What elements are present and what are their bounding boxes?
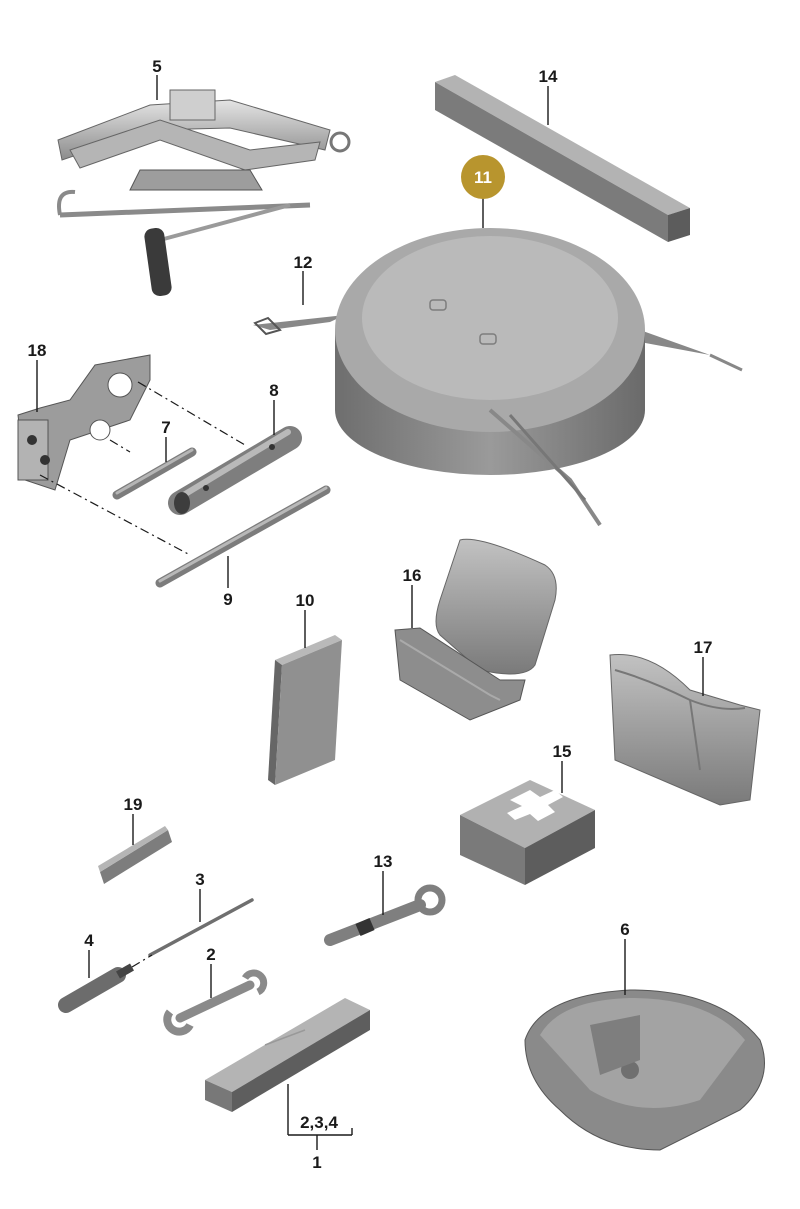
- part-number-18[interactable]: 18: [28, 341, 47, 360]
- leader-bracket-234: [287, 1084, 353, 1136]
- scissor-jack: [57, 89, 351, 297]
- box-wrench-tube: [168, 426, 302, 515]
- tyre-cover: [253, 228, 743, 527]
- assembly-line: [39, 474, 191, 556]
- part-number-15[interactable]: 15: [553, 742, 572, 761]
- holder-flap: [394, 538, 557, 721]
- part-number-9[interactable]: 9: [223, 590, 232, 609]
- highlighted-part-badge[interactable]: 11: [461, 155, 505, 199]
- foam-bar: [435, 75, 690, 242]
- part-number-19[interactable]: 19: [124, 795, 143, 814]
- towing-eye: [324, 884, 446, 946]
- tool-bracket: [17, 354, 151, 491]
- part-number-8[interactable]: 8: [269, 381, 278, 400]
- part-number-11: 11: [474, 168, 492, 187]
- cross-icon: [507, 790, 563, 821]
- part-number-5[interactable]: 5: [152, 57, 161, 76]
- tool-case: [205, 998, 370, 1112]
- foam-plug: [98, 826, 172, 884]
- assembly-line: [137, 381, 246, 446]
- spare-wheel-insert: [524, 989, 765, 1151]
- part-number-10[interactable]: 10: [296, 591, 315, 610]
- assembly-line: [109, 439, 131, 453]
- screwdriver-handle: [58, 963, 134, 1013]
- first-aid-kit: [460, 780, 595, 885]
- assembly-line: [131, 954, 153, 968]
- part-number-17[interactable]: 17: [694, 638, 713, 657]
- part-number-6[interactable]: 6: [620, 920, 629, 939]
- flat-pad: [268, 635, 342, 785]
- part-number-14[interactable]: 14: [539, 67, 558, 86]
- small-rod: [112, 447, 197, 500]
- part-number-2-3-4[interactable]: 2,3,4: [300, 1113, 338, 1132]
- long-rod: [155, 485, 331, 588]
- open-end-wrench: [163, 969, 268, 1036]
- screwdriver-blade: [148, 898, 254, 957]
- part-number-16[interactable]: 16: [403, 566, 422, 585]
- part-number-3[interactable]: 3: [195, 870, 204, 889]
- part-number-1[interactable]: 1: [312, 1153, 321, 1172]
- part-number-7[interactable]: 7: [161, 418, 170, 437]
- part-number-13[interactable]: 13: [374, 852, 393, 871]
- part-number-12[interactable]: 12: [294, 253, 313, 272]
- part-number-4[interactable]: 4: [84, 931, 94, 950]
- foam-holder: [609, 653, 761, 806]
- part-number-2[interactable]: 2: [206, 945, 215, 964]
